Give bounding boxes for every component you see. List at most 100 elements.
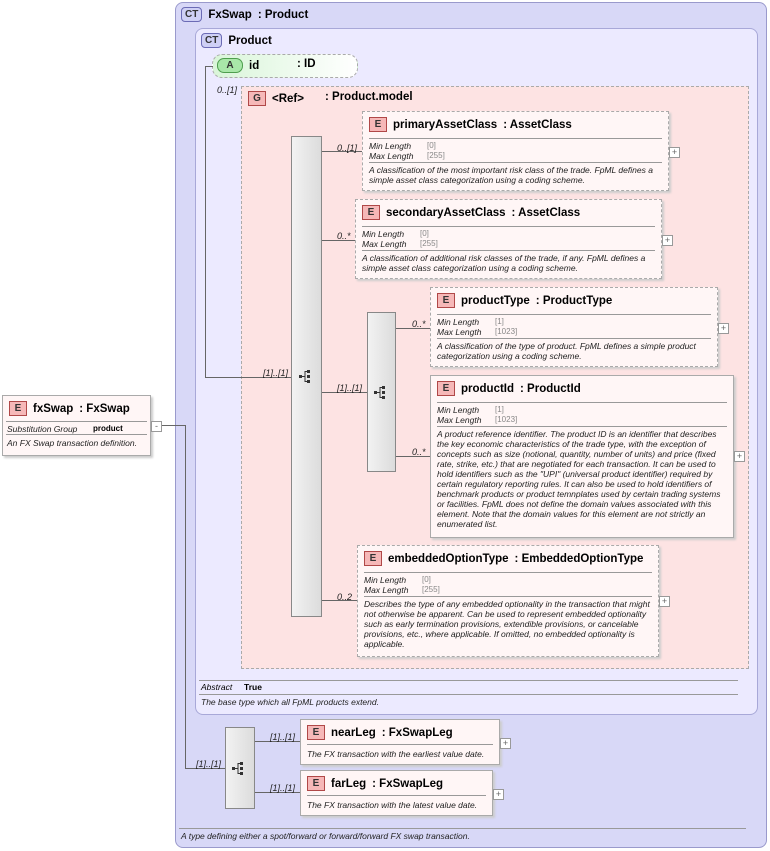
element-badge: E [369,117,387,132]
divider [362,226,655,227]
product-type-element[interactable]: E productType : ProductType Min Length [… [430,287,718,367]
far-leg-element[interactable]: E farLeg : FxSwapLeg The FX transaction … [300,770,493,816]
divider [362,250,655,251]
element-badge: E [362,205,380,220]
fxswap-type-name: FxSwap [208,8,252,21]
divider [199,680,738,681]
min-length-label: Min Length [369,141,412,151]
min-length-value: [1] [495,317,504,326]
element-type: : ProductType [535,294,613,307]
complex-type-badge: CT [201,33,223,48]
product-type-cardinality: 0..* [412,319,426,329]
primary-asset-class-element[interactable]: E primaryAssetClass : AssetClass Min Len… [362,111,669,191]
connector-line [185,768,225,769]
element-badge: E [364,551,382,566]
divider [364,572,652,573]
element-badge: E [307,725,325,740]
fxswap-root-element[interactable]: E fxSwap : FxSwap Substitution Group pro… [2,395,151,456]
max-length-value: [255] [427,151,445,160]
product-type-header: CT Product [201,33,272,48]
connector-line [322,240,355,241]
max-length-value: [1023] [495,327,518,336]
id-cardinality: 0..[1] [217,85,238,95]
attribute-badge: A [217,58,243,73]
connector-line [151,425,185,426]
expand-icon[interactable]: + [734,451,745,462]
connector-line [205,377,291,378]
product-model-sequence[interactable] [291,136,322,617]
divider [437,426,727,427]
complex-type-badge: CT [181,7,203,22]
connector-line [205,66,206,377]
connector-line [255,792,300,793]
expand-icon[interactable]: + [662,235,673,246]
divider [307,744,493,745]
group-cardinality: [1]..[1] [263,368,289,378]
fxswap-type-header: CT FxSwap : Product [181,7,308,22]
divider [369,162,662,163]
far-leg-cardinality: [1]..[1] [270,783,296,793]
id-attribute-name: id [249,59,260,72]
element-documentation: A classification of the most important r… [369,165,653,185]
element-name: productType [461,294,530,307]
max-length-label: Max Length [362,239,407,249]
abstract-label: Abstract [201,682,233,692]
divider [364,596,652,597]
near-leg-element[interactable]: E nearLeg : FxSwapLeg The FX transaction… [300,719,500,765]
secondary-asset-class-cardinality: 0..* [337,231,351,241]
min-length-value: [0] [420,229,429,238]
element-name: productId [461,382,515,395]
expand-icon[interactable]: + [493,789,504,800]
element-name: fxSwap [33,402,74,415]
sequence-icon [374,386,385,399]
secondary-asset-class-element[interactable]: E secondaryAssetClass : AssetClass Min L… [355,199,662,279]
product-type-name: Product [228,34,272,47]
divider [6,421,147,422]
element-type: : FxSwapLeg [372,777,444,790]
divider [369,138,662,139]
group-ref: <Ref> [272,92,304,105]
collapse-icon[interactable]: - [151,421,162,432]
max-length-label: Max Length [369,151,414,161]
substitution-group-label: Substitution Group [7,424,78,434]
connector-line [185,425,186,768]
divider [179,828,746,829]
expand-icon[interactable]: + [659,596,670,607]
element-name: nearLeg [331,726,376,739]
element-badge: E [437,293,455,308]
element-documentation: Describes the type of any embedded optio… [364,599,650,649]
element-documentation: A classification of additional risk clas… [362,253,646,273]
connector-line [205,66,213,67]
sequence-icon [232,762,243,775]
divider [437,338,711,339]
element-badge: E [437,381,455,396]
min-length-label: Min Length [437,405,480,415]
group-type: : Product.model [325,91,413,103]
connector-line [322,151,362,152]
embedded-option-type-cardinality: 0..2 [337,592,353,602]
max-length-value: [255] [420,239,438,248]
max-length-label: Max Length [364,585,409,595]
element-name: primaryAssetClass [393,118,498,131]
group-badge: G [248,91,266,106]
fxswap-type-documentation: A type defining either a spot/forward or… [181,831,470,841]
element-name: embeddedOptionType [388,552,509,565]
substitution-group-value: product [93,424,123,433]
expand-icon[interactable]: + [718,323,729,334]
element-badge: E [9,401,27,416]
product-id-element[interactable]: E productId : ProductId Min Length [1] M… [430,375,734,538]
connector-line [322,392,367,393]
expand-icon[interactable]: + [500,738,511,749]
expand-icon[interactable]: + [669,147,680,158]
max-length-label: Max Length [437,415,482,425]
element-type: : EmbeddedOptionType [514,552,644,565]
choice-cardinality: [1]..[1] [337,383,363,393]
product-id-sequence[interactable] [367,312,396,472]
element-name: farLeg [331,777,367,790]
sequence-icon [299,370,310,383]
fxswap-type-base: : Product [257,8,309,21]
embedded-option-type-element[interactable]: E embeddedOptionType : EmbeddedOptionTyp… [357,545,659,657]
max-length-value: [255] [422,585,440,594]
element-badge: E [307,776,325,791]
min-length-label: Min Length [362,229,405,239]
